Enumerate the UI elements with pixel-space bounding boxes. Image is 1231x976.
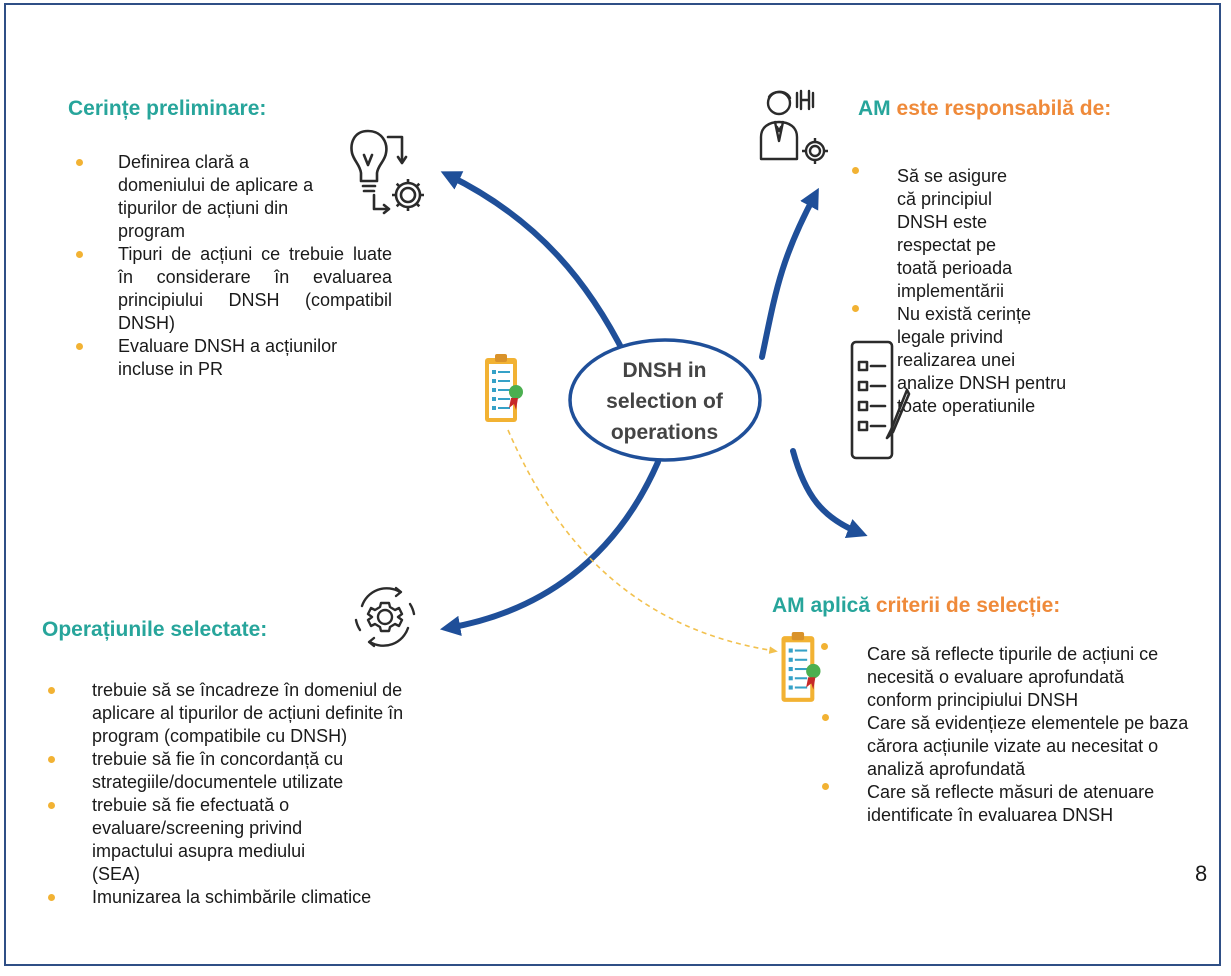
criteria-list: Care să reflecte tipurile de acțiuni ce … — [821, 643, 1222, 827]
arrow-to-prelim — [440, 171, 629, 360]
ops-item: trebuie să fie efectuată o evaluare/scre… — [44, 794, 464, 886]
criteria-heading-prefix: AM aplică — [772, 594, 871, 617]
center-ellipse — [568, 338, 762, 462]
ops-item: trebuie să se încadreze în domeniul de a… — [44, 679, 464, 748]
page-number: 8 — [1195, 861, 1208, 886]
prelim-item: Evaluare DNSH a acțiunilor incluse in PR — [72, 335, 392, 381]
slide-frame — [4, 3, 1221, 966]
criteria-item: Care să evidențieze elementele pe baza c… — [822, 712, 1222, 781]
am-heading-accent: este responsabilă de: — [896, 97, 1112, 120]
criteria-heading: AM aplică criterii de selecție: — [772, 594, 1060, 618]
clipboard-checklist-icon — [485, 354, 523, 422]
prelim-item: Tipuri de acțiuni ce trebuie luate în co… — [72, 243, 392, 335]
ops-list: trebuie să se încadreze în domeniul de a… — [44, 679, 464, 909]
arrow-to-am — [759, 187, 819, 360]
center-label-line: DNSH in — [622, 358, 707, 382]
center-label-line: operations — [610, 420, 719, 444]
am-item: Să se asigure că principiul DNSH este re… — [852, 165, 1067, 303]
prelim-item: Definirea clară a domeniului de aplicare… — [72, 151, 392, 243]
center-label-line: selection of — [606, 389, 723, 413]
dashed-connector — [507, 429, 778, 654]
am-list: Să se asigure că principiul DNSH este re… — [852, 165, 1067, 418]
gear-cycle-icon — [354, 586, 416, 648]
prelim-heading: Cerințe preliminare: — [68, 97, 267, 120]
am-item: Nu există cerințe legale privind realiza… — [852, 303, 1067, 418]
lightbulb-gear-icon — [350, 129, 424, 215]
criteria-item: Care să reflecte tipurile de acțiuni ce … — [821, 643, 1222, 712]
businessman-gear-icon — [759, 89, 828, 164]
ops-item: trebuie să fie în concordanță cu strateg… — [44, 748, 464, 794]
clipboard-checklist-icon — [781, 632, 821, 702]
ops-heading: Operațiunile selectate: — [42, 618, 268, 641]
am-heading-prefix: AM — [858, 97, 891, 120]
arrow-to-ops — [439, 459, 661, 636]
arrow-to-criteria — [790, 448, 868, 538]
ops-item: Imunizarea la schimbările climatice — [44, 886, 464, 909]
checklist-pen-icon — [850, 340, 911, 460]
prelim-list: Definirea clară a domeniului de aplicare… — [72, 151, 392, 381]
center-label: DNSH in selection of operations — [567, 341, 762, 461]
criteria-heading-accent: criterii de selecție: — [875, 594, 1061, 617]
am-heading: AM este responsabilă de: — [858, 97, 1111, 121]
criteria-item: Care să reflecte măsuri de atenuare iden… — [822, 781, 1222, 827]
